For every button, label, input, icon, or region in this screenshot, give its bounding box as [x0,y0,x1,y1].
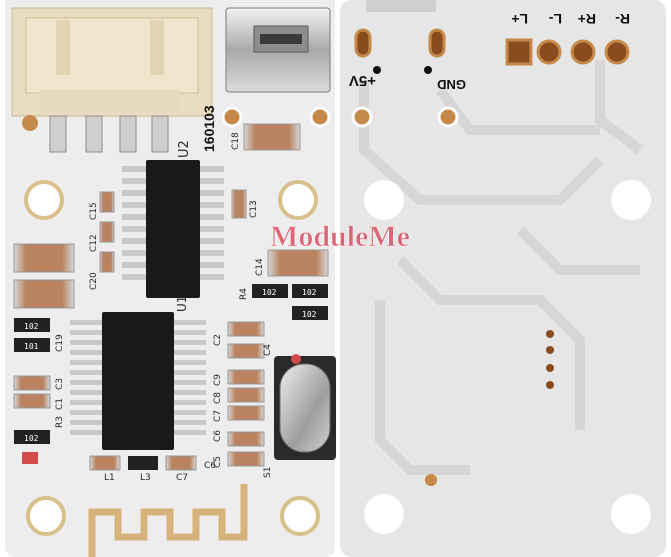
res-label: C7 [176,473,188,483]
cap-label: C3 [55,378,65,390]
mounting-holes-front [24,180,320,536]
bluetooth-antenna [88,484,248,557]
pad [309,106,331,128]
back-board: R- R+ L- L+ +5V GND [340,0,666,557]
via [424,66,432,74]
watermark: ModuleMe [270,220,410,253]
ic-u1 [70,312,206,450]
crystal-oscillator [274,354,336,460]
resistor-mark: 101 [24,342,39,351]
cap-label: C5 [213,456,223,468]
ic-u2-label: U2 [177,140,192,158]
cap-label: C9 [213,374,223,386]
ic-u2 [122,160,224,298]
led [22,452,38,464]
resistor-mark: 102 [302,310,317,319]
pad-5v [354,28,372,58]
cap-label: C12 [89,234,99,252]
ic-u1-label: U1 [175,296,189,312]
pad-gnd [428,28,446,58]
jst-connector [11,7,213,117]
resistors [14,284,328,470]
date-code: 160103 [201,105,217,152]
resistor-mark: 102 [262,288,277,297]
res-label: R4 [239,288,249,300]
micro-usb-port [225,7,331,93]
pad [351,106,373,128]
pad-label-l-plus: L+ [511,11,528,27]
res-label: L1 [104,473,115,483]
pad-label-r-minus: R- [615,11,630,27]
resistor-mark: 102 [24,434,39,443]
pad-label-l-minus: L- [548,11,562,27]
cap-label: C15 [89,202,99,220]
resistor-mark: 102 [302,288,317,297]
cap-label: C1 [55,398,65,410]
pad-label-r-plus: R+ [578,11,596,27]
antenna-label: S1 [263,467,273,478]
output-pads [505,38,630,66]
pad [221,106,243,128]
res-label: C6 [204,461,216,471]
via [373,66,381,74]
connector-pins [49,115,169,153]
cap-label: C19 [55,334,65,352]
cap-label: C2 [213,334,223,346]
cap-label: C4 [263,344,273,356]
pad [437,106,459,128]
res-label: R3 [55,416,65,428]
res-label: L3 [140,473,151,483]
cap-label: C18 [231,132,241,150]
resistor-mark: 102 [24,322,39,331]
cap-label: C20 [89,272,99,290]
test-points [546,330,554,389]
cap-label: C7 [213,410,223,422]
cap-label: C8 [213,392,223,404]
cap-label: C13 [249,200,259,218]
cap-label: C14 [255,258,265,276]
ground-label: GND [437,77,466,92]
front-board: 102 102 102 101 102 102 U2 U1 160103 C18… [5,0,336,557]
pad [22,115,38,131]
capacitors [13,123,329,471]
mounting-holes-back [364,180,651,534]
pad [425,474,437,486]
power-label: +5V [349,72,376,89]
cap-label: C6 [213,430,223,442]
